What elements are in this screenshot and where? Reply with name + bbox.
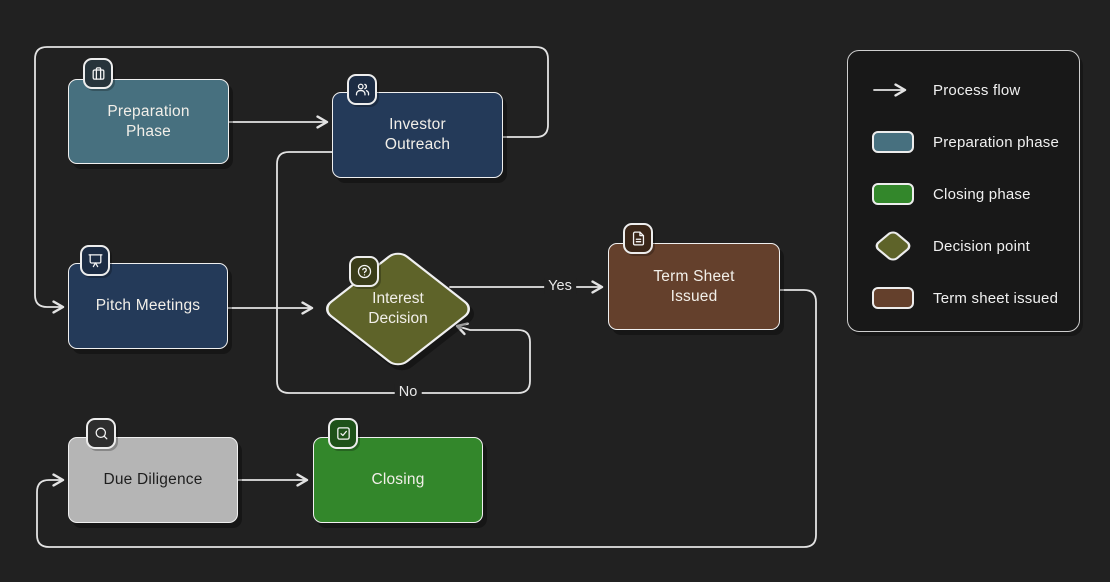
closing-swatch	[872, 183, 914, 205]
edge-label-yes: Yes	[544, 278, 576, 294]
edge-label-no: No	[394, 384, 422, 400]
legend-label: Decision point	[933, 237, 1031, 255]
node-closing: Closing	[313, 437, 483, 523]
legend-item-closing-phase: Closing phase	[872, 168, 1079, 220]
node-label: Preparation Phase	[107, 102, 190, 140]
node-preparation-phase: Preparation Phase	[68, 79, 229, 164]
legend-item-preparation-phase: Preparation phase	[872, 116, 1079, 168]
node-interest-decision: Interest Decision	[318, 246, 478, 372]
legend-item-decision-point: Decision point	[872, 220, 1079, 272]
edge-no-loop-to-decision	[276, 151, 531, 394]
decision-swatch	[872, 229, 914, 263]
node-label: Term Sheet Issued	[653, 267, 735, 305]
term-sheet-swatch	[872, 287, 914, 309]
briefcase-icon	[83, 58, 113, 89]
node-due-diligence: Due Diligence	[68, 437, 238, 523]
node-label: Closing	[371, 471, 425, 489]
edge-term-sheet-to-due-diligence	[36, 289, 817, 548]
node-label: Investor Outreach	[384, 116, 451, 153]
preparation-swatch	[872, 131, 914, 153]
process-flow-arrow-icon	[872, 83, 914, 97]
edge-outreach-to-pitch	[34, 46, 549, 314]
node-label: Interest Decision	[368, 290, 428, 327]
legend-label: Term sheet issued	[933, 289, 1059, 307]
node-label: Due Diligence	[103, 471, 203, 489]
node-label: Pitch Meetings	[95, 297, 201, 315]
presentation-icon	[80, 245, 110, 276]
check-square-icon	[328, 418, 358, 449]
users-icon	[347, 74, 377, 105]
node-investor-outreach: Investor Outreach	[332, 92, 503, 178]
legend-label: Preparation phase	[933, 133, 1059, 151]
file-text-icon	[623, 223, 653, 254]
legend-item-term-sheet: Term sheet issued	[872, 272, 1079, 324]
node-term-sheet-issued: Term Sheet Issued	[608, 243, 780, 330]
search-icon	[86, 418, 116, 449]
legend-item-process-flow: Process flow	[872, 64, 1079, 116]
legend: Process flow Preparation phase Closing p…	[847, 50, 1080, 332]
legend-label: Process flow	[933, 81, 1021, 99]
legend-label: Closing phase	[933, 185, 1031, 203]
node-pitch-meetings: Pitch Meetings	[68, 263, 228, 349]
question-circle-icon	[349, 256, 379, 287]
